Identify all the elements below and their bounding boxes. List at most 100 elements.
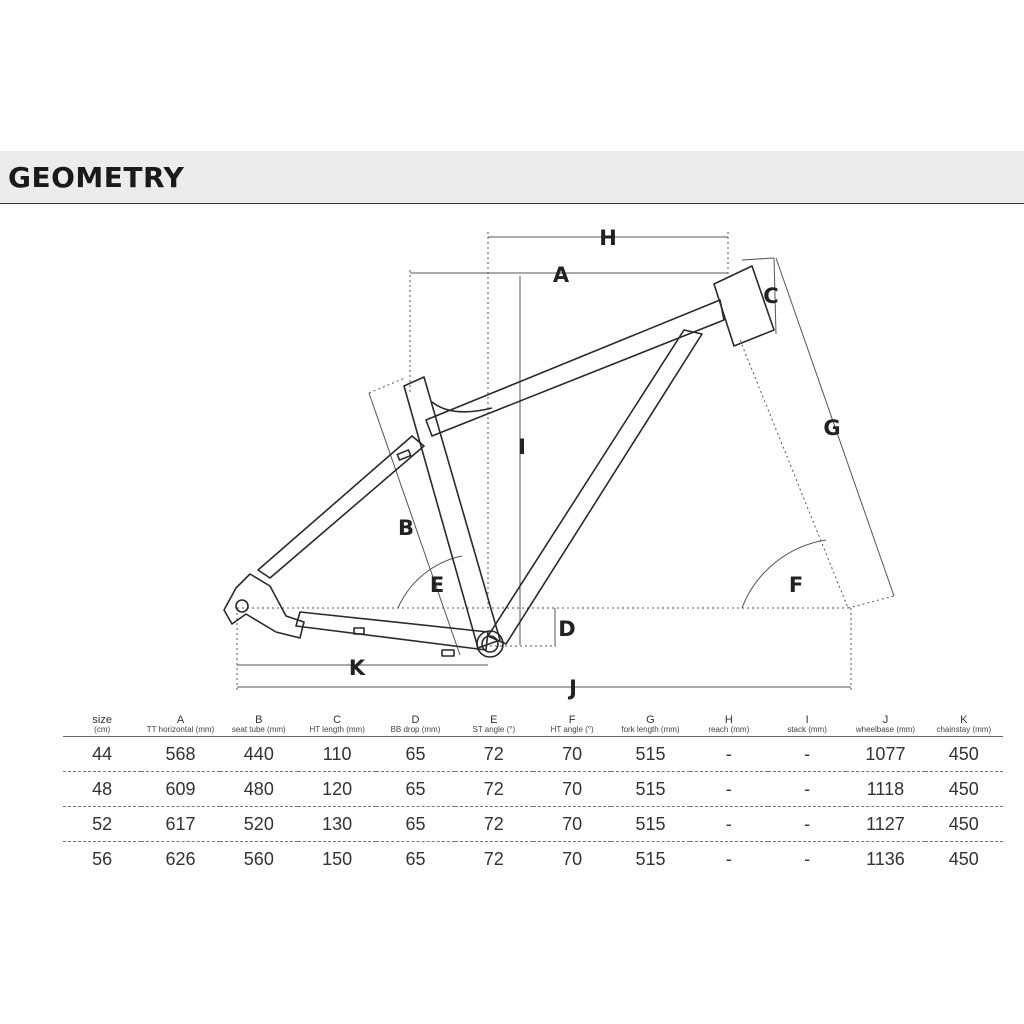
table-cell: 626 — [141, 841, 220, 876]
table-cell: 617 — [141, 806, 220, 842]
label-k: K — [349, 656, 366, 680]
column-code: I — [805, 714, 809, 726]
column-description: (cm) — [94, 725, 111, 734]
label-i: I — [518, 435, 526, 459]
table-cell: - — [767, 771, 847, 807]
frame-geometry-diagram: H A C G I B E F D K J — [223, 226, 895, 700]
table-cell: 520 — [219, 806, 298, 842]
label-g: G — [823, 416, 840, 440]
page-title: GEOMETRY — [8, 161, 185, 194]
column-code: H — [724, 714, 733, 726]
table-cell: - — [767, 806, 847, 842]
table-cell: 110 — [297, 736, 377, 772]
column-description: HT length (mm) — [309, 725, 365, 734]
table-cell: - — [689, 806, 768, 842]
column-description: chainstay (mm) — [936, 725, 992, 734]
column-description: TT horizontal (mm) — [146, 725, 215, 734]
table-cell: 568 — [141, 736, 220, 772]
table-cell: 70 — [532, 841, 612, 876]
table-cell: 1077 — [846, 736, 925, 772]
table-cell: 560 — [219, 841, 298, 876]
table-cell: 56 — [63, 841, 142, 876]
table-cell: - — [767, 841, 847, 876]
table-cell: 72 — [454, 736, 533, 772]
label-a: A — [553, 263, 570, 287]
column-code: F — [568, 714, 576, 726]
column-code: E — [490, 714, 498, 726]
table-cell: 609 — [141, 771, 220, 807]
table-cell: 450 — [924, 841, 1003, 876]
table-cell: 52 — [63, 806, 142, 842]
table-cell: 65 — [376, 806, 455, 842]
table-cell: 72 — [454, 771, 533, 807]
table-cell: - — [689, 771, 768, 807]
table-cell: 515 — [611, 806, 690, 842]
table-cell: 515 — [611, 736, 690, 772]
table-cell: 450 — [924, 736, 1003, 772]
column-code: K — [960, 714, 968, 726]
table-cell: 130 — [297, 806, 377, 842]
column-description: reach (mm) — [708, 725, 750, 734]
table-cell: 65 — [376, 841, 455, 876]
column-code: size — [92, 714, 112, 726]
label-f: F — [789, 573, 803, 597]
column-description: ST angle (°) — [472, 725, 516, 734]
table-cell: 450 — [924, 806, 1003, 842]
table-cell: - — [689, 841, 768, 876]
table-cell: 515 — [611, 771, 690, 807]
column-description: wheelbase (mm) — [855, 725, 916, 734]
column-description: seat tube (mm) — [231, 725, 286, 734]
column-description: stack (mm) — [787, 725, 827, 734]
table-cell: 120 — [297, 771, 377, 807]
table-cell: 450 — [924, 771, 1003, 807]
dimension-lines — [236, 232, 895, 690]
label-h: H — [599, 226, 617, 250]
table-cell: 44 — [63, 736, 142, 772]
column-description: fork length (mm) — [621, 725, 680, 734]
table-cell: 72 — [454, 806, 533, 842]
label-j: J — [567, 676, 577, 700]
table-cell: 70 — [532, 806, 612, 842]
table-cell: 72 — [454, 841, 533, 876]
header-bar: GEOMETRY — [0, 151, 1024, 204]
table-cell: 1136 — [846, 841, 925, 876]
table-cell: 1127 — [846, 806, 925, 842]
table-cell: 480 — [219, 771, 298, 807]
column-code: G — [646, 714, 655, 726]
column-code: B — [255, 714, 263, 726]
table-cell: 1118 — [846, 771, 925, 807]
label-b: B — [398, 516, 414, 540]
column-code: A — [176, 714, 185, 726]
column-code: D — [411, 714, 420, 726]
table-cell: 150 — [297, 841, 377, 876]
table-cell: 65 — [376, 771, 455, 807]
column-header-size: size(cm) — [63, 706, 141, 737]
table-cell: 70 — [532, 736, 612, 772]
table-cell: 515 — [611, 841, 690, 876]
label-d: D — [558, 617, 575, 641]
column-code: C — [333, 714, 342, 726]
table-cell: - — [689, 736, 768, 772]
table-cell: 70 — [532, 771, 612, 807]
table-cell: 48 — [63, 771, 142, 807]
bike-frame — [223, 265, 775, 658]
column-description: BB drop (mm) — [390, 725, 441, 734]
